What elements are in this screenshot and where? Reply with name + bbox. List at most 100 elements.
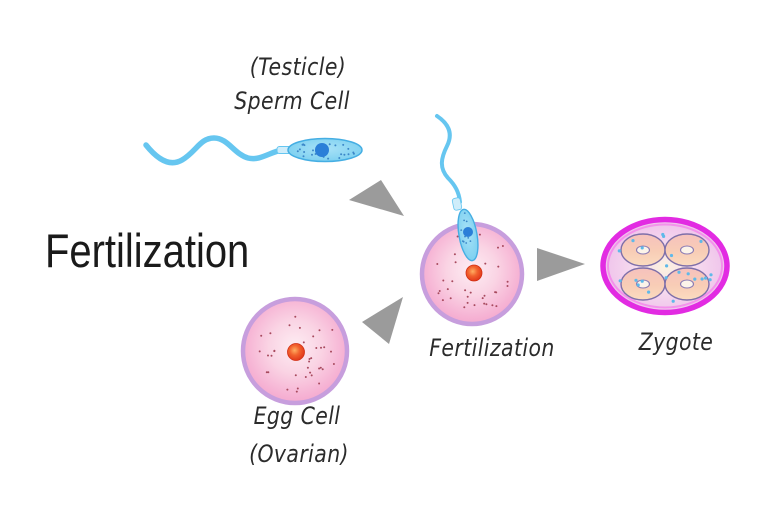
speckle-dot: [469, 240, 472, 243]
speckle-dot: [306, 366, 309, 369]
speckle-dot: [671, 299, 675, 303]
arrow-icon: [537, 248, 585, 281]
speckle-dot: [473, 304, 476, 307]
arrow-icon: [349, 180, 404, 216]
fertilizing-sperm-head-speckles: [460, 212, 472, 244]
speckle-dot: [437, 292, 440, 295]
speckle-dot: [265, 371, 268, 374]
speckle-dot: [295, 390, 298, 393]
speckle-dot: [311, 153, 313, 156]
speckle-dot: [298, 326, 301, 329]
fertilizing-sperm-neck: [451, 197, 463, 211]
speckle-dot: [312, 149, 314, 152]
speckle-dot: [661, 232, 665, 237]
speckle-dot: [438, 290, 441, 292]
speckle-dot: [463, 219, 465, 222]
speckle-dot: [484, 262, 487, 265]
speckle-dot: [618, 279, 622, 283]
speckle-dot: [634, 278, 638, 282]
speckle-dot: [466, 295, 469, 298]
speckle-dot: [501, 245, 504, 247]
speckle-dot: [636, 283, 640, 287]
speckle-dot: [323, 346, 326, 349]
speckle-dot: [303, 151, 306, 153]
sperm-nucleus: [315, 143, 329, 157]
fertilization-label: Fertilization: [429, 334, 555, 362]
speckle-dot: [318, 367, 321, 370]
speckle-dot: [640, 246, 644, 250]
speckle-dot: [463, 306, 466, 309]
speckle-dot: [267, 371, 270, 374]
speckle-dot: [495, 305, 498, 308]
speckle-dot: [442, 279, 445, 282]
speckle-dot: [303, 144, 306, 147]
egg-cell-label: Egg Cell: [253, 402, 341, 430]
speckle-dot: [286, 388, 289, 391]
speckle-dot: [302, 155, 305, 158]
speckle-dot: [461, 240, 464, 243]
speckle-dot: [617, 249, 621, 253]
egg-nucleus: [287, 343, 305, 361]
speckle-dot: [467, 237, 470, 239]
speckle-dot: [270, 354, 273, 357]
arrow-egg-to-fertilization: [362, 297, 403, 344]
speckle-dot: [330, 350, 332, 353]
speckle-dot: [319, 366, 322, 369]
speckle-dot: [700, 277, 704, 281]
speckle-dot: [294, 315, 297, 318]
speckle-dot: [481, 297, 484, 300]
speckle-dot: [294, 374, 297, 377]
speckle-dot: [304, 376, 307, 378]
speckle-dot: [315, 347, 318, 349]
speckle-dot: [331, 328, 334, 331]
fertilization-egg-nucleus: [465, 264, 483, 282]
speckle-dot: [686, 272, 690, 276]
speckle-dot: [310, 374, 313, 377]
blastomere-cell: [664, 267, 710, 301]
speckle-dot: [309, 371, 312, 374]
speckle-dot: [454, 261, 457, 264]
speckle-dot: [704, 276, 708, 280]
fertilizing-sperm-tail: [435, 114, 462, 204]
speckle-dot: [343, 153, 346, 156]
speckle-dot: [258, 350, 261, 353]
fertilization-egg-speckles: [436, 233, 509, 309]
speckle-dot: [497, 246, 499, 249]
zygote-label: Zygote: [638, 328, 714, 356]
speckle-dot: [273, 349, 276, 352]
sperm-tail: [143, 135, 285, 166]
speckle-dot: [693, 277, 697, 281]
speckle-dot: [708, 278, 712, 282]
egg-speckles: [258, 315, 335, 393]
speckle-dot: [288, 324, 291, 327]
egg-cell-illustration: [240, 296, 350, 406]
blastomere-nucleolus: [635, 245, 651, 255]
sperm-cell-illustration: [143, 135, 363, 166]
speckle-dot: [464, 289, 467, 292]
speckle-dot: [647, 290, 651, 294]
speckle-dot: [320, 346, 322, 349]
speckle-dot: [460, 229, 463, 232]
speckle-dot: [260, 334, 263, 337]
speckle-dot: [347, 147, 350, 150]
speckle-dot: [332, 363, 335, 365]
speckle-dot: [669, 253, 674, 258]
speckle-dot: [665, 264, 669, 268]
blastomere-cell: [664, 233, 710, 267]
speckle-dot: [451, 280, 454, 283]
speckle-dot: [485, 303, 488, 306]
arrow-icon: [362, 297, 403, 344]
speckle-dot: [342, 143, 345, 146]
speckle-dot: [640, 279, 644, 283]
zygote-membrane: [600, 216, 730, 316]
speckle-dot: [436, 263, 439, 265]
speckle-dot: [506, 285, 509, 287]
speckle-dot: [677, 270, 681, 274]
speckle-dot: [296, 387, 299, 390]
speckle-dot: [298, 148, 301, 151]
speckle-dot: [269, 332, 272, 335]
speckle-dot: [709, 273, 713, 277]
speckle-dot: [301, 143, 304, 146]
speckle-dot: [699, 239, 703, 243]
speckle-dot: [446, 288, 449, 291]
